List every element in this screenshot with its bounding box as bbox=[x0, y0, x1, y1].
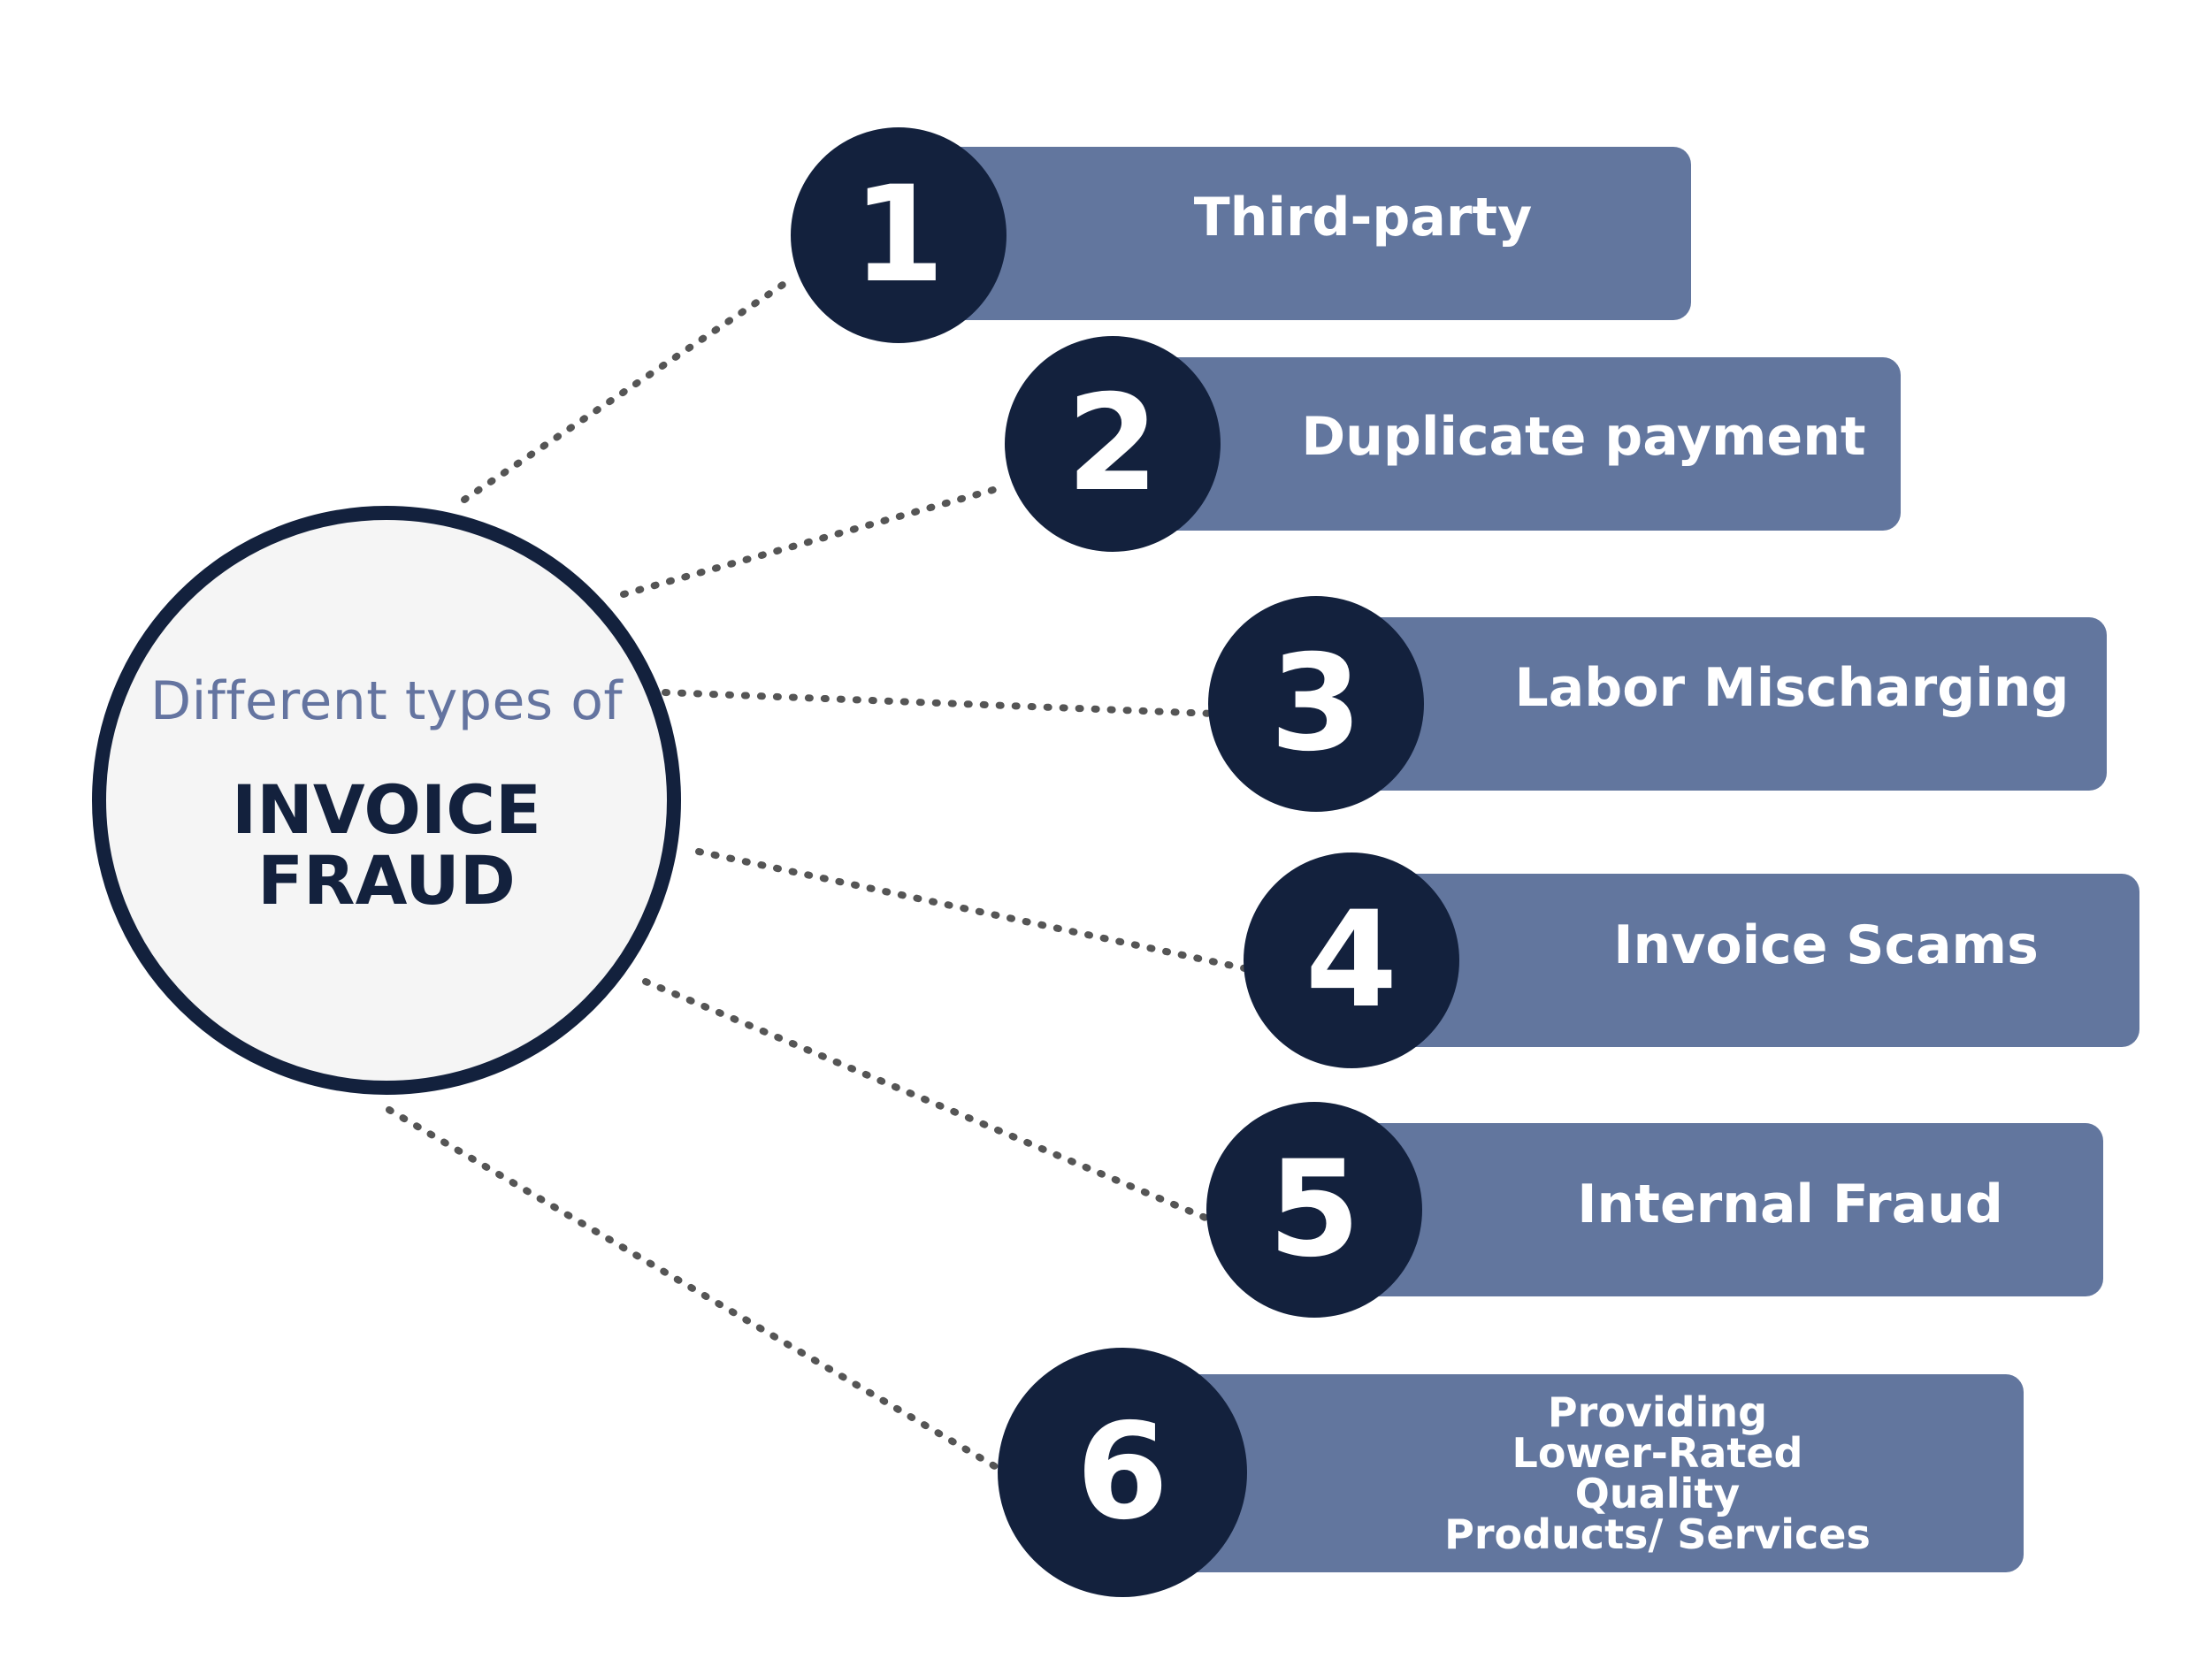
item-6-label-line1: Providing bbox=[1547, 1388, 1768, 1436]
item-4-number: 4 bbox=[1305, 883, 1398, 1037]
item-3-bar: Labor Mischarging bbox=[1353, 617, 2107, 791]
item-5-badge: 5 bbox=[1206, 1102, 1422, 1318]
item-3-number: 3 bbox=[1269, 627, 1363, 781]
item-2-label: Duplicate payment bbox=[1301, 406, 1866, 468]
item-4-bar: Invoice Scams bbox=[1389, 874, 2139, 1047]
center-title-line2: FRAUD bbox=[257, 841, 516, 920]
item-5-bar: Internal Fraud bbox=[1353, 1123, 2103, 1296]
connector-5 bbox=[642, 978, 1215, 1224]
item-5-number: 5 bbox=[1267, 1133, 1361, 1287]
item-1-label: Third-party bbox=[1193, 187, 1533, 248]
item-1-bar: Third-party bbox=[929, 147, 1691, 320]
item-6-bar: Providing Lower-Rated Quality Products/ … bbox=[1150, 1374, 2024, 1572]
item-6-label-line2: Lower-Rated bbox=[1512, 1429, 1803, 1477]
item-6-badge: 6 bbox=[998, 1348, 1247, 1597]
item-6-label-line4: Products/ Services bbox=[1444, 1510, 1871, 1558]
center-circle: Different types of INVOICE FRAUD bbox=[92, 506, 681, 1095]
item-1-badge: 1 bbox=[791, 127, 1006, 343]
connector-1 bbox=[461, 279, 789, 503]
item-2-bar: Duplicate payment bbox=[1143, 357, 1901, 531]
connector-4 bbox=[695, 848, 1252, 973]
item-5-label: Internal Fraud bbox=[1577, 1174, 2003, 1235]
item-1-number: 1 bbox=[852, 158, 945, 312]
item-3-label: Labor Mischarging bbox=[1514, 657, 2070, 719]
center-title: INVOICE FRAUD bbox=[106, 775, 667, 916]
item-6-label-line3: Quality bbox=[1574, 1470, 1741, 1518]
connector-3 bbox=[662, 689, 1217, 717]
item-4-badge: 4 bbox=[1244, 852, 1459, 1068]
connector-2 bbox=[620, 485, 1003, 598]
item-6-number: 6 bbox=[1075, 1395, 1169, 1549]
connector-6 bbox=[386, 1106, 1001, 1472]
center-subtitle: Different types of bbox=[149, 670, 624, 732]
center-title-line1: INVOICE bbox=[232, 770, 541, 849]
item-2-badge: 2 bbox=[1005, 336, 1221, 552]
item-2-number: 2 bbox=[1066, 367, 1160, 521]
item-3-badge: 3 bbox=[1208, 596, 1424, 812]
item-4-label: Invoice Scams bbox=[1613, 914, 2039, 976]
